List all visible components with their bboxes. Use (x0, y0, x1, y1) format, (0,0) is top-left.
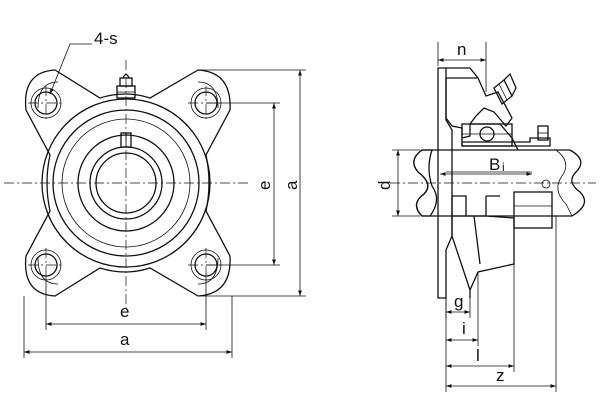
label-B-sub: i (502, 160, 505, 174)
grease-nipple-side (493, 72, 517, 106)
side-view: n B i d g i l z (375, 40, 596, 392)
housing-lower (451, 195, 467, 217)
label-a-front: a (282, 180, 301, 190)
flange-outline (24, 69, 231, 297)
bearing-lower (513, 191, 553, 229)
housing-section-upper (445, 77, 513, 139)
front-view: 4-s e a e a (4, 29, 306, 358)
label-a-bottom: a (120, 330, 130, 349)
label-n: n (457, 40, 466, 59)
label-d: d (375, 181, 394, 190)
label-l: l (476, 346, 480, 365)
label-holes: 4-s (94, 29, 118, 48)
label-e-bottom: e (120, 302, 129, 321)
label-B: B (489, 155, 500, 174)
label-i: i (462, 319, 466, 338)
label-z: z (496, 366, 505, 385)
label-g: g (454, 292, 463, 311)
label-e-front: e (255, 181, 274, 190)
